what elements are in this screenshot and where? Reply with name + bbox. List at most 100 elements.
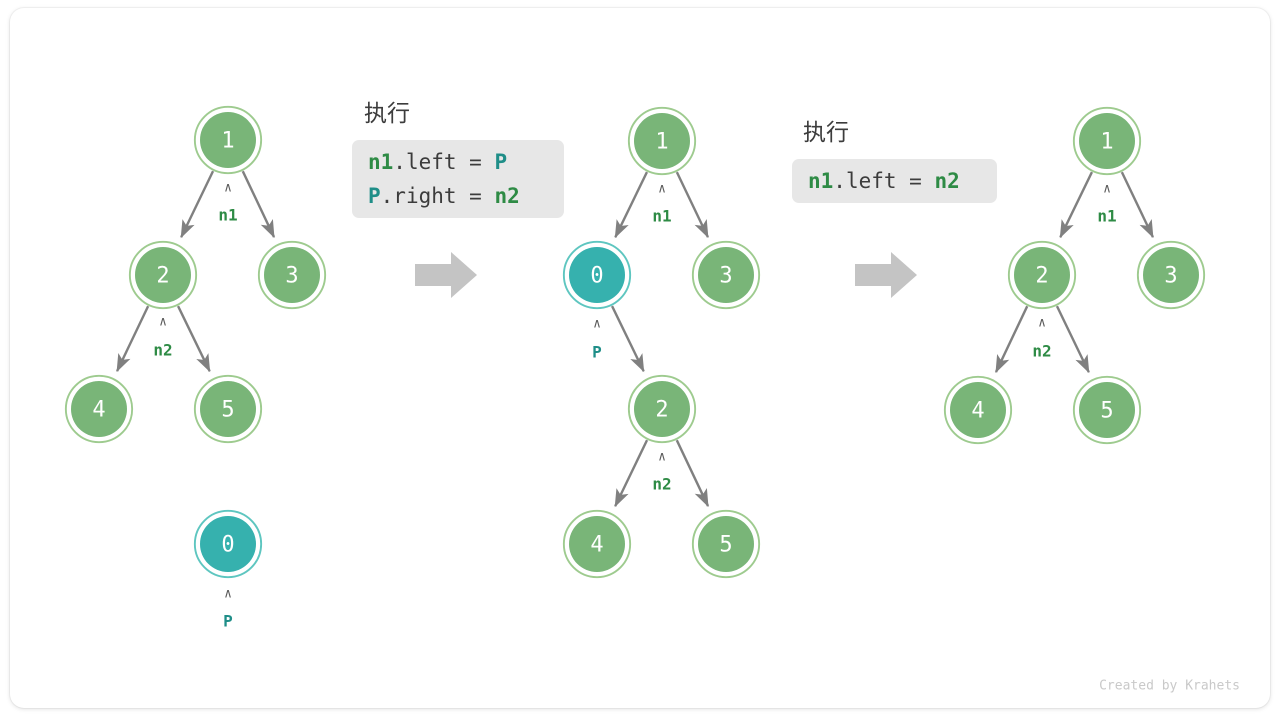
code-block-background (792, 159, 997, 203)
node-white-gap (195, 107, 261, 173)
pointer-label: n1 (652, 207, 671, 226)
tree-node: 2 (128, 240, 198, 310)
node-white-gap (629, 108, 695, 174)
code-token: .left (393, 150, 469, 174)
caret-icon: ∧ (1038, 316, 1046, 331)
tree-node: 1 (1072, 106, 1142, 176)
panel-heading: 执行 (803, 119, 849, 145)
pointer-label-group: ∧n1 (652, 182, 671, 226)
node-outer-ring (257, 240, 327, 310)
pointer-label-group: ∧P (592, 317, 602, 362)
node-circle (698, 247, 754, 303)
node-circle (569, 516, 625, 572)
node-white-gap (1138, 242, 1204, 308)
code-token: .left (833, 169, 909, 193)
step-arrows-layer (415, 252, 917, 298)
node-value: 3 (719, 264, 732, 289)
step-arrow-1 (415, 252, 477, 298)
tree-node: 1 (193, 105, 263, 175)
tree-node: 0 (562, 240, 632, 310)
node-outer-ring (691, 509, 761, 579)
node-white-gap (195, 511, 261, 577)
node-white-gap (259, 242, 325, 308)
node-value: 4 (971, 399, 984, 424)
code-block-background (352, 140, 564, 218)
code-line: n1.left = n2 (808, 169, 960, 193)
caret-icon: ∧ (224, 587, 232, 602)
code-token: n1 (808, 169, 833, 193)
node-circle (200, 112, 256, 168)
node-outer-ring (627, 374, 697, 444)
node-value: 1 (655, 130, 668, 155)
code-token: P (368, 184, 381, 208)
node-white-gap (564, 242, 630, 308)
pointer-label-group: ∧ n2 (652, 450, 671, 494)
node-white-gap (1074, 108, 1140, 174)
pointer-label-group: ∧n2 (1032, 316, 1051, 361)
code-token: n2 (934, 169, 959, 193)
node-white-gap (1074, 377, 1140, 443)
node-white-gap (693, 242, 759, 308)
pointer-label: P (592, 343, 602, 362)
node-circle (1014, 247, 1070, 303)
code-token: = (469, 150, 494, 174)
tree-edges-layer (116, 170, 1154, 508)
node-circle (1079, 113, 1135, 169)
tree-node: 5 (1072, 375, 1142, 445)
node-value: 1 (221, 129, 234, 154)
tree-node: 5 (691, 509, 761, 579)
code-line: n1.left = P (368, 150, 507, 174)
caret-icon: ∧ (658, 450, 666, 465)
tree-node: 3 (691, 240, 761, 310)
node-value: 2 (1035, 264, 1048, 289)
pointer-label: n1 (218, 206, 237, 225)
code-token: n1 (368, 150, 393, 174)
tree-node: 3 (1136, 240, 1206, 310)
node-value: 1 (1100, 130, 1113, 155)
tree-node: 4 (64, 374, 134, 444)
tree-edge (1055, 305, 1090, 374)
pointer-labels-layer: ∧n1∧n2∧P∧n1∧P∧n2∧n1∧n2 (153, 181, 1116, 631)
node-value: 0 (221, 533, 234, 558)
node-circle (1143, 247, 1199, 303)
node-outer-ring (1007, 240, 1077, 310)
code-token: P (494, 150, 507, 174)
node-circle (634, 381, 690, 437)
pointer-label-group: ∧P (223, 587, 233, 631)
node-white-gap (195, 376, 261, 442)
tree-node: 0 (193, 509, 263, 579)
node-value: 5 (719, 533, 732, 558)
node-outer-ring (193, 509, 263, 579)
node-circle (950, 382, 1006, 438)
node-outer-ring (943, 375, 1013, 445)
pointer-label-group: ∧n2 (153, 315, 172, 360)
caret-icon: ∧ (1103, 182, 1111, 197)
node-circle (135, 247, 191, 303)
tree-edge (116, 305, 150, 373)
code-token: = (469, 184, 494, 208)
code-token: .right (381, 184, 470, 208)
code-token: = (909, 169, 934, 193)
node-circle (698, 516, 754, 572)
node-white-gap (693, 511, 759, 577)
pointer-label: n2 (652, 475, 671, 494)
step-arrow-2 (855, 252, 917, 298)
node-value: 2 (156, 264, 169, 289)
tree-edge (675, 439, 710, 508)
tree-node: 2 (1007, 240, 1077, 310)
node-value: 4 (92, 398, 105, 423)
tree-edge (614, 439, 649, 508)
credit-text: Created by Krahets (1099, 679, 1240, 694)
tree-node: 4 (562, 509, 632, 579)
node-circle (200, 381, 256, 437)
node-outer-ring (64, 374, 134, 444)
node-value: 3 (1164, 264, 1177, 289)
node-outer-ring (691, 240, 761, 310)
code-line: P.right = n2 (368, 184, 520, 208)
tree-edge (675, 171, 709, 239)
tree-node: 3 (257, 240, 327, 310)
